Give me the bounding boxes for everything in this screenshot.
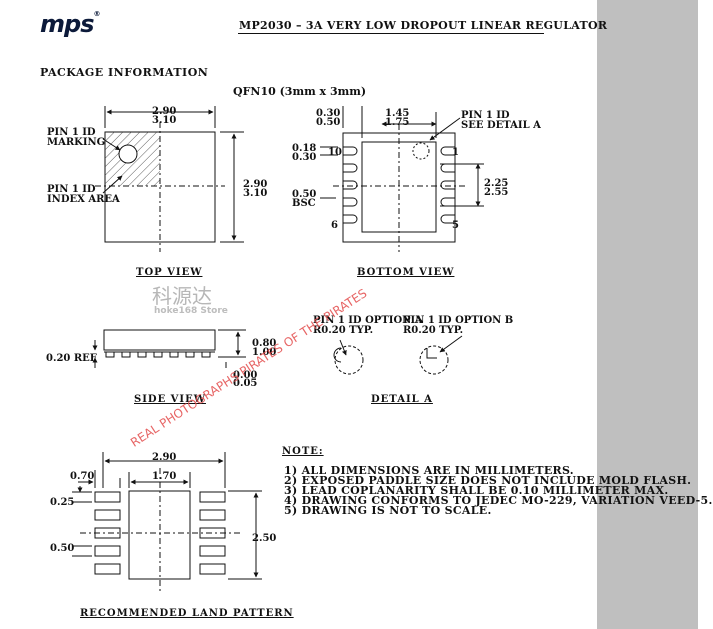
- land-pattern-caption: RECOMMENDED LAND PATTERN: [80, 608, 294, 619]
- option-a-line2: R0.20 TYP.: [313, 325, 374, 336]
- bottom-pitch: 0.50: [292, 189, 317, 200]
- land-height: 2.50: [252, 533, 277, 544]
- datasheet-page: [0, 0, 597, 629]
- land-inner-width: 1.70: [152, 471, 177, 482]
- top-width-max: 3.10: [152, 115, 177, 126]
- side-height-max: 1.00: [252, 347, 277, 358]
- pin-10-label: 10: [328, 147, 342, 158]
- bottom-view-caption: BOTTOM VIEW: [357, 267, 455, 278]
- notes-title: NOTE:: [282, 446, 324, 457]
- bottom-dim-a-max: 0.50: [316, 117, 341, 128]
- bottom-view-drawing: [320, 106, 484, 252]
- option-a-line1: PIN 1 ID OPTION A: [313, 315, 423, 326]
- note-item: 2) EXPOSED PADDLE SIZE DOES NOT INCLUDE …: [284, 474, 692, 487]
- bottom-pitch-note: BSC: [292, 198, 316, 209]
- right-leads: [440, 146, 455, 224]
- bottom-pin1-id-line1: PIN 1 ID: [461, 110, 510, 121]
- side-ref: 0.20 REF: [46, 353, 97, 364]
- watermark-cn: 科源达: [152, 284, 212, 308]
- watermark-store: hoke168 Store: [154, 306, 228, 316]
- top-height-min: 2.90: [243, 179, 268, 190]
- note-item: 4) DRAWING CONFORMS TO JEDEC MO-229, VAR…: [284, 494, 713, 507]
- section-title: PACKAGE INFORMATION: [40, 66, 209, 79]
- mps-logo: mps®: [40, 10, 100, 38]
- pin1-marking-line2: MARKING: [47, 137, 106, 148]
- side-view-drawing: [92, 329, 246, 368]
- top-view-caption: TOP VIEW: [136, 267, 203, 278]
- header-rule: [238, 33, 544, 34]
- land-pattern-drawing: [72, 452, 262, 594]
- bottom-pin1-id-line2: SEE DETAIL A: [461, 120, 541, 131]
- land-pitch: 0.50: [50, 543, 75, 554]
- land-total-width: 2.90: [152, 452, 177, 463]
- note-item: 5) DRAWING IS NOT TO SCALE.: [284, 504, 492, 517]
- package-drawings: [72, 106, 484, 594]
- package-name: QFN10 (3mm x 3mm): [233, 85, 367, 98]
- land-pad-span: 0.70: [70, 471, 95, 482]
- side-standoff-min: 0.00: [233, 370, 258, 381]
- land-pad-width: 0.25: [50, 497, 75, 508]
- detail-a-caption: DETAIL A: [371, 394, 433, 405]
- top-view-drawing: [95, 106, 244, 252]
- document-title: MP2030 – 3A VERY LOW DROPOUT LINEAR REGU…: [239, 19, 608, 32]
- left-leads: [343, 146, 358, 224]
- pin-5-label: 5: [452, 220, 459, 231]
- bottom-dim-c-min: 0.18: [292, 143, 317, 154]
- side-view-caption: SIDE VIEW: [134, 394, 206, 405]
- detail-a-drawing: [333, 335, 463, 375]
- option-b-line2: R0.20 TYP.: [403, 325, 464, 336]
- pin1-marking-line1: PIN 1 ID: [47, 127, 96, 138]
- viewer-gutter: [597, 0, 698, 629]
- top-width-min: 2.90: [152, 106, 177, 117]
- pin-1-label: 1: [452, 147, 459, 158]
- bottom-dim-d-min: 2.25: [484, 178, 509, 189]
- option-b-line1: PIN 1 ID OPTION B: [403, 315, 514, 326]
- pin1-index-line2: INDEX AREA: [47, 194, 120, 205]
- side-standoff-max: 0.05: [233, 378, 258, 389]
- bottom-dim-b-max: 1.75: [385, 117, 410, 128]
- side-height-min: 0.80: [252, 338, 277, 349]
- bottom-dim-a-min: 0.30: [316, 108, 341, 119]
- bottom-dim-c-max: 0.30: [292, 152, 317, 163]
- bottom-dim-d-max: 2.55: [484, 187, 509, 198]
- top-height-max: 3.10: [243, 188, 268, 199]
- note-item: 1) ALL DIMENSIONS ARE IN MILLIMETERS.: [284, 464, 574, 477]
- bottom-dim-b-min: 1.45: [385, 108, 410, 119]
- note-item: 3) LEAD COPLANARITY SHALL BE 0.10 MILLIM…: [284, 484, 669, 497]
- pin1-index-line1: PIN 1 ID: [47, 184, 96, 195]
- pin-6-label: 6: [331, 220, 338, 231]
